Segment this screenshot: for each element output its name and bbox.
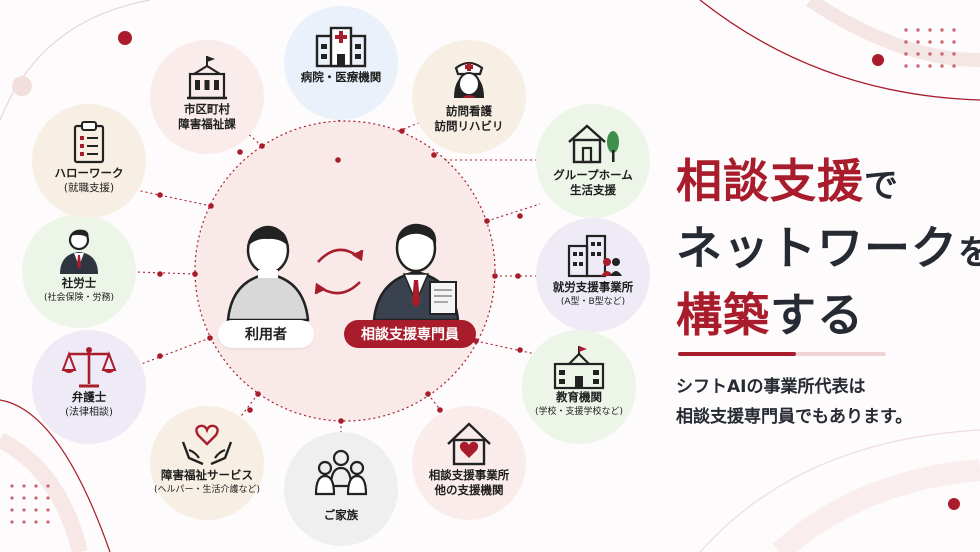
family-icon <box>314 449 368 496</box>
node-grouphome: グループホーム 生活支援 <box>536 104 650 218</box>
node-employment: 就労支援事業所 (A型・B型など) <box>536 218 650 332</box>
node-labor-label1: 社労士 <box>61 276 97 290</box>
specialist-person-icon <box>372 223 460 322</box>
headline-line2-suffix: を <box>958 233 980 273</box>
node-education-label2: (学校・支援学校など) <box>534 407 624 417</box>
node-welfare-service-label2: (ヘルパー・生活介護など) <box>153 485 261 495</box>
node-grouphome-label2: 生活支援 <box>570 183 616 197</box>
node-labor: 社労士 (社会保険・労務) <box>22 214 136 328</box>
node-consult-office: 相談支援事業所 他の支援機関 <box>412 406 526 520</box>
node-hellowork: ハローワーク (就職支援) <box>32 104 146 218</box>
headline-line1-main: 相談支援 <box>676 154 864 208</box>
center-circle <box>195 121 495 421</box>
node-welfare-service-label1: 障害福祉サービス <box>161 468 253 482</box>
node-hellowork-label1: ハローワーク <box>54 166 124 180</box>
headline-line3-suffix: する <box>770 288 864 342</box>
home-heart-icon <box>447 422 491 466</box>
node-nursing-label2: 訪問リハビリ <box>434 119 504 133</box>
node-lawyer: 弁護士 (法律相談) <box>32 330 146 444</box>
node-family: ご家族 <box>284 432 398 546</box>
dot-grid-top-right <box>904 28 956 68</box>
node-city: 市区町村 障害福祉課 <box>150 40 264 154</box>
node-city-label2: 障害福祉課 <box>178 117 236 131</box>
headline: 相談支援で ネットワークを 構築する <box>676 150 980 346</box>
city-hall-icon <box>187 56 227 100</box>
nurse-icon <box>454 61 484 98</box>
user-label: 利用者 <box>218 320 314 348</box>
specialist-label: 相談支援専門員 <box>344 320 476 348</box>
school-icon <box>553 346 605 390</box>
node-lawyer-label1: 弁護士 <box>71 390 107 404</box>
node-nursing: 訪問看護 訪問リハビリ <box>412 40 526 154</box>
node-grouphome-label1: グループホーム <box>553 168 633 182</box>
house-tree-icon <box>568 124 619 164</box>
node-consult-office-label2: 他の支援機関 <box>434 483 504 497</box>
node-family-label: ご家族 <box>323 508 359 522</box>
dot-grid-bottom-left <box>10 484 50 524</box>
office-people-icon <box>567 234 622 278</box>
node-welfare-service: 障害福祉サービス (ヘルパー・生活介護など) <box>150 406 264 520</box>
node-nursing-label1: 訪問看護 <box>446 104 492 118</box>
node-hospital-label: 病院・医療機関 <box>300 70 382 84</box>
accent-dot <box>118 31 132 45</box>
headline-underline <box>678 352 886 356</box>
headline-line3-main: 構築 <box>676 288 770 342</box>
clipboard-icon <box>73 121 105 164</box>
node-labor-label2: (社会保険・労務) <box>43 293 115 303</box>
node-consult-office-label1: 相談支援事業所 <box>428 468 510 482</box>
node-hospital: 病院・医療機関 <box>284 6 398 120</box>
center-circle-dashed-border <box>194 120 496 422</box>
node-employment-label2: (A型・B型など) <box>560 297 626 307</box>
node-education: 教育機関 (学校・支援学校など) <box>522 330 636 444</box>
node-education-label1: 教育機関 <box>556 390 602 404</box>
node-hellowork-label2: (就職支援) <box>63 182 115 194</box>
hospital-icon <box>315 26 367 68</box>
subtitle-line1: シフトAIの事業所代表は <box>676 377 866 397</box>
subtitle: シフトAIの事業所代表は 相談支援専門員でもあります。 <box>676 372 912 432</box>
node-lawyer-label2: (法律相談) <box>65 407 113 418</box>
headline-line2: ネットワーク <box>676 221 958 275</box>
node-employment-label1: 就労支援事業所 <box>552 280 634 294</box>
scales-icon <box>61 347 117 388</box>
headline-line1-suffix: で <box>864 166 899 206</box>
subtitle-line2: 相談支援専門員でもあります。 <box>676 407 913 427</box>
exchange-arrows-icon <box>314 248 364 295</box>
node-city-label1: 市区町村 <box>184 102 230 116</box>
hands-heart-icon <box>181 424 233 466</box>
user-person-icon <box>226 225 310 322</box>
businessman-icon <box>60 229 98 274</box>
